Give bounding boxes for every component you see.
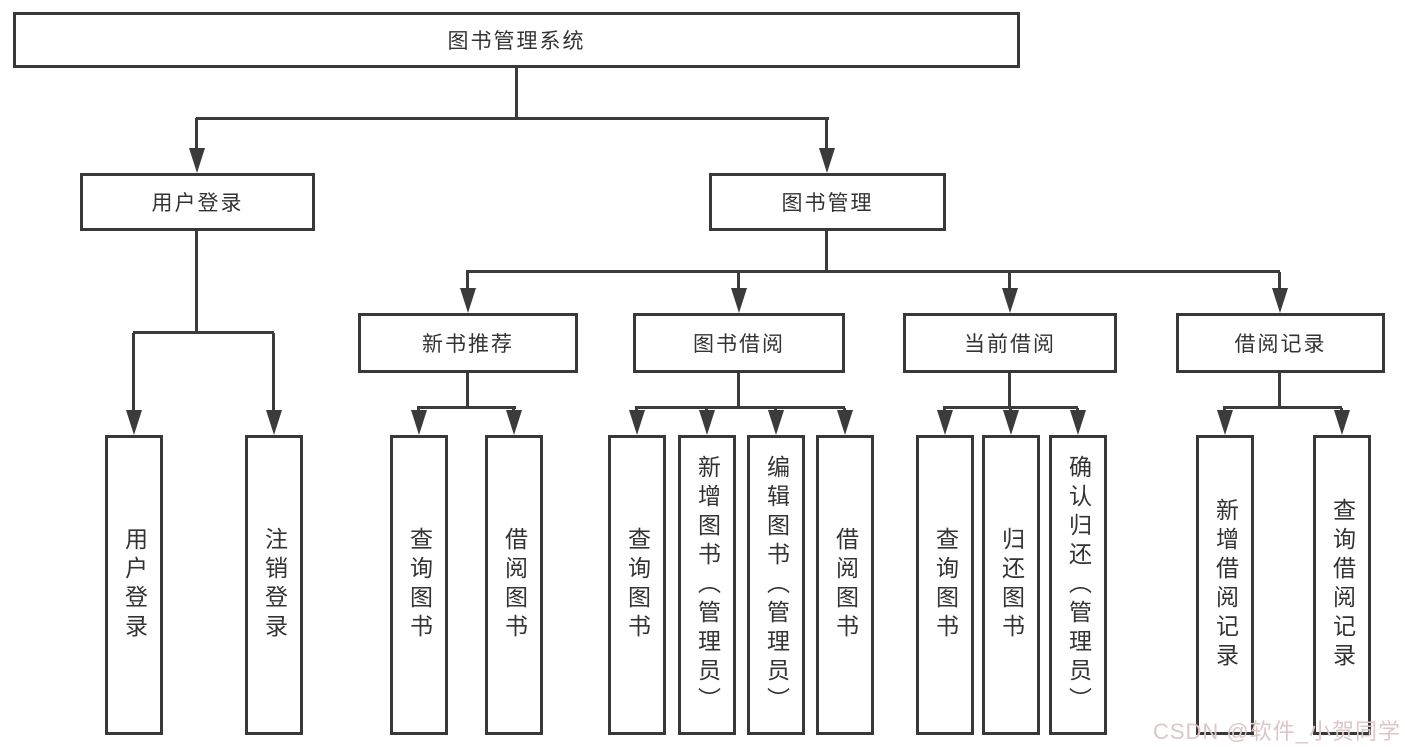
arrow-down <box>1003 410 1019 435</box>
connector-bus <box>635 406 845 409</box>
node-book-borrowing: 图书借阅 <box>633 313 845 373</box>
leaf-edit-books-admin: 编辑图书（管理员） <box>747 435 805 735</box>
arrow-down <box>189 148 205 173</box>
node-user-login: 用户登录 <box>80 173 315 231</box>
leaf-label: 注销登录 <box>261 527 288 643</box>
arrow-down <box>1217 410 1233 435</box>
connector-bus <box>417 406 516 409</box>
node-label: 用户登录 <box>151 192 244 215</box>
arrow-down <box>937 410 953 435</box>
leaf-label: 新增图书（管理员） <box>694 454 721 716</box>
connector-drop <box>1008 272 1011 289</box>
arrow-down <box>1334 410 1350 435</box>
arrow-down <box>266 410 282 435</box>
node-label: 新书推荐 <box>422 333 514 356</box>
leaf-add-borrow-record: 新增借阅记录 <box>1196 435 1254 735</box>
leaf-user-login: 用户登录 <box>105 435 163 735</box>
connector-bus <box>133 331 274 334</box>
connector-drop <box>737 272 740 289</box>
leaf-confirm-return-admin: 确认归还（管理员） <box>1049 435 1107 735</box>
leaf-label: 借阅图书 <box>832 527 859 643</box>
connector-drop <box>466 272 469 289</box>
node-label: 图书借阅 <box>693 333 785 356</box>
node-book-management: 图书管理 <box>709 173 946 231</box>
connector-stem <box>825 231 828 272</box>
connector-drop <box>1278 272 1281 289</box>
arrow-down <box>460 288 476 313</box>
leaf-query-books: 查询图书 <box>608 435 666 735</box>
leaf-label: 确认归还（管理员） <box>1065 454 1092 716</box>
connector-stem <box>1008 373 1011 408</box>
leaf-query-books: 查询图书 <box>390 435 448 735</box>
connector-stem <box>466 373 469 408</box>
leaf-label: 查询图书 <box>624 527 651 643</box>
arrow-down <box>731 288 747 313</box>
node-new-books: 新书推荐 <box>358 313 578 373</box>
connector-root-stem <box>515 68 518 118</box>
connector-bus <box>1223 406 1342 409</box>
leaf-query-books: 查询图书 <box>916 435 974 735</box>
leaf-label: 归还图书 <box>998 527 1025 643</box>
connector-drop <box>272 333 275 410</box>
node-borrow-records: 借阅记录 <box>1176 313 1385 373</box>
leaf-logout: 注销登录 <box>245 435 303 735</box>
connector-stem <box>195 231 198 333</box>
connector-drop <box>825 118 828 150</box>
leaf-return-books: 归还图书 <box>982 435 1040 735</box>
leaf-borrow-books: 借阅图书 <box>816 435 874 735</box>
leaf-borrow-books: 借阅图书 <box>485 435 543 735</box>
connector-stem <box>737 373 740 408</box>
leaf-label: 借阅图书 <box>501 527 528 643</box>
arrow-down <box>837 410 853 435</box>
arrow-down <box>1272 288 1288 313</box>
arrow-down <box>1070 410 1086 435</box>
arrow-down <box>1002 288 1018 313</box>
node-label: 当前借阅 <box>964 333 1056 356</box>
connector-stem <box>1278 373 1281 408</box>
leaf-label: 查询图书 <box>406 527 433 643</box>
connector-root-bus <box>196 117 829 120</box>
node-label: 借阅记录 <box>1234 333 1327 356</box>
node-label: 图书管理 <box>781 192 874 215</box>
leaf-label: 新增借阅记录 <box>1212 498 1239 672</box>
leaf-label: 查询图书 <box>932 527 959 643</box>
node-current-borrowing: 当前借阅 <box>903 313 1117 373</box>
arrow-down <box>629 410 645 435</box>
arrow-down <box>699 410 715 435</box>
csdn-watermark: CSDN @软件_小贺同学 <box>1152 719 1401 744</box>
connector-bus <box>466 270 1280 273</box>
connector-bus <box>943 406 1078 409</box>
arrow-down <box>506 410 522 435</box>
node-root-label: 图书管理系统 <box>447 30 586 53</box>
arrow-down <box>126 410 142 435</box>
leaf-label: 编辑图书（管理员） <box>763 454 790 716</box>
node-root: 图书管理系统 <box>13 12 1020 68</box>
arrow-down <box>819 148 835 173</box>
connector-drop <box>132 333 135 410</box>
leaf-label: 用户登录 <box>121 527 148 643</box>
leaf-query-borrow-record: 查询借阅记录 <box>1313 435 1371 735</box>
connector-drop <box>195 118 198 150</box>
leaf-label: 查询借阅记录 <box>1329 498 1356 672</box>
leaf-add-books-admin: 新增图书（管理员） <box>678 435 736 735</box>
arrow-down <box>411 410 427 435</box>
arrow-down <box>768 410 784 435</box>
